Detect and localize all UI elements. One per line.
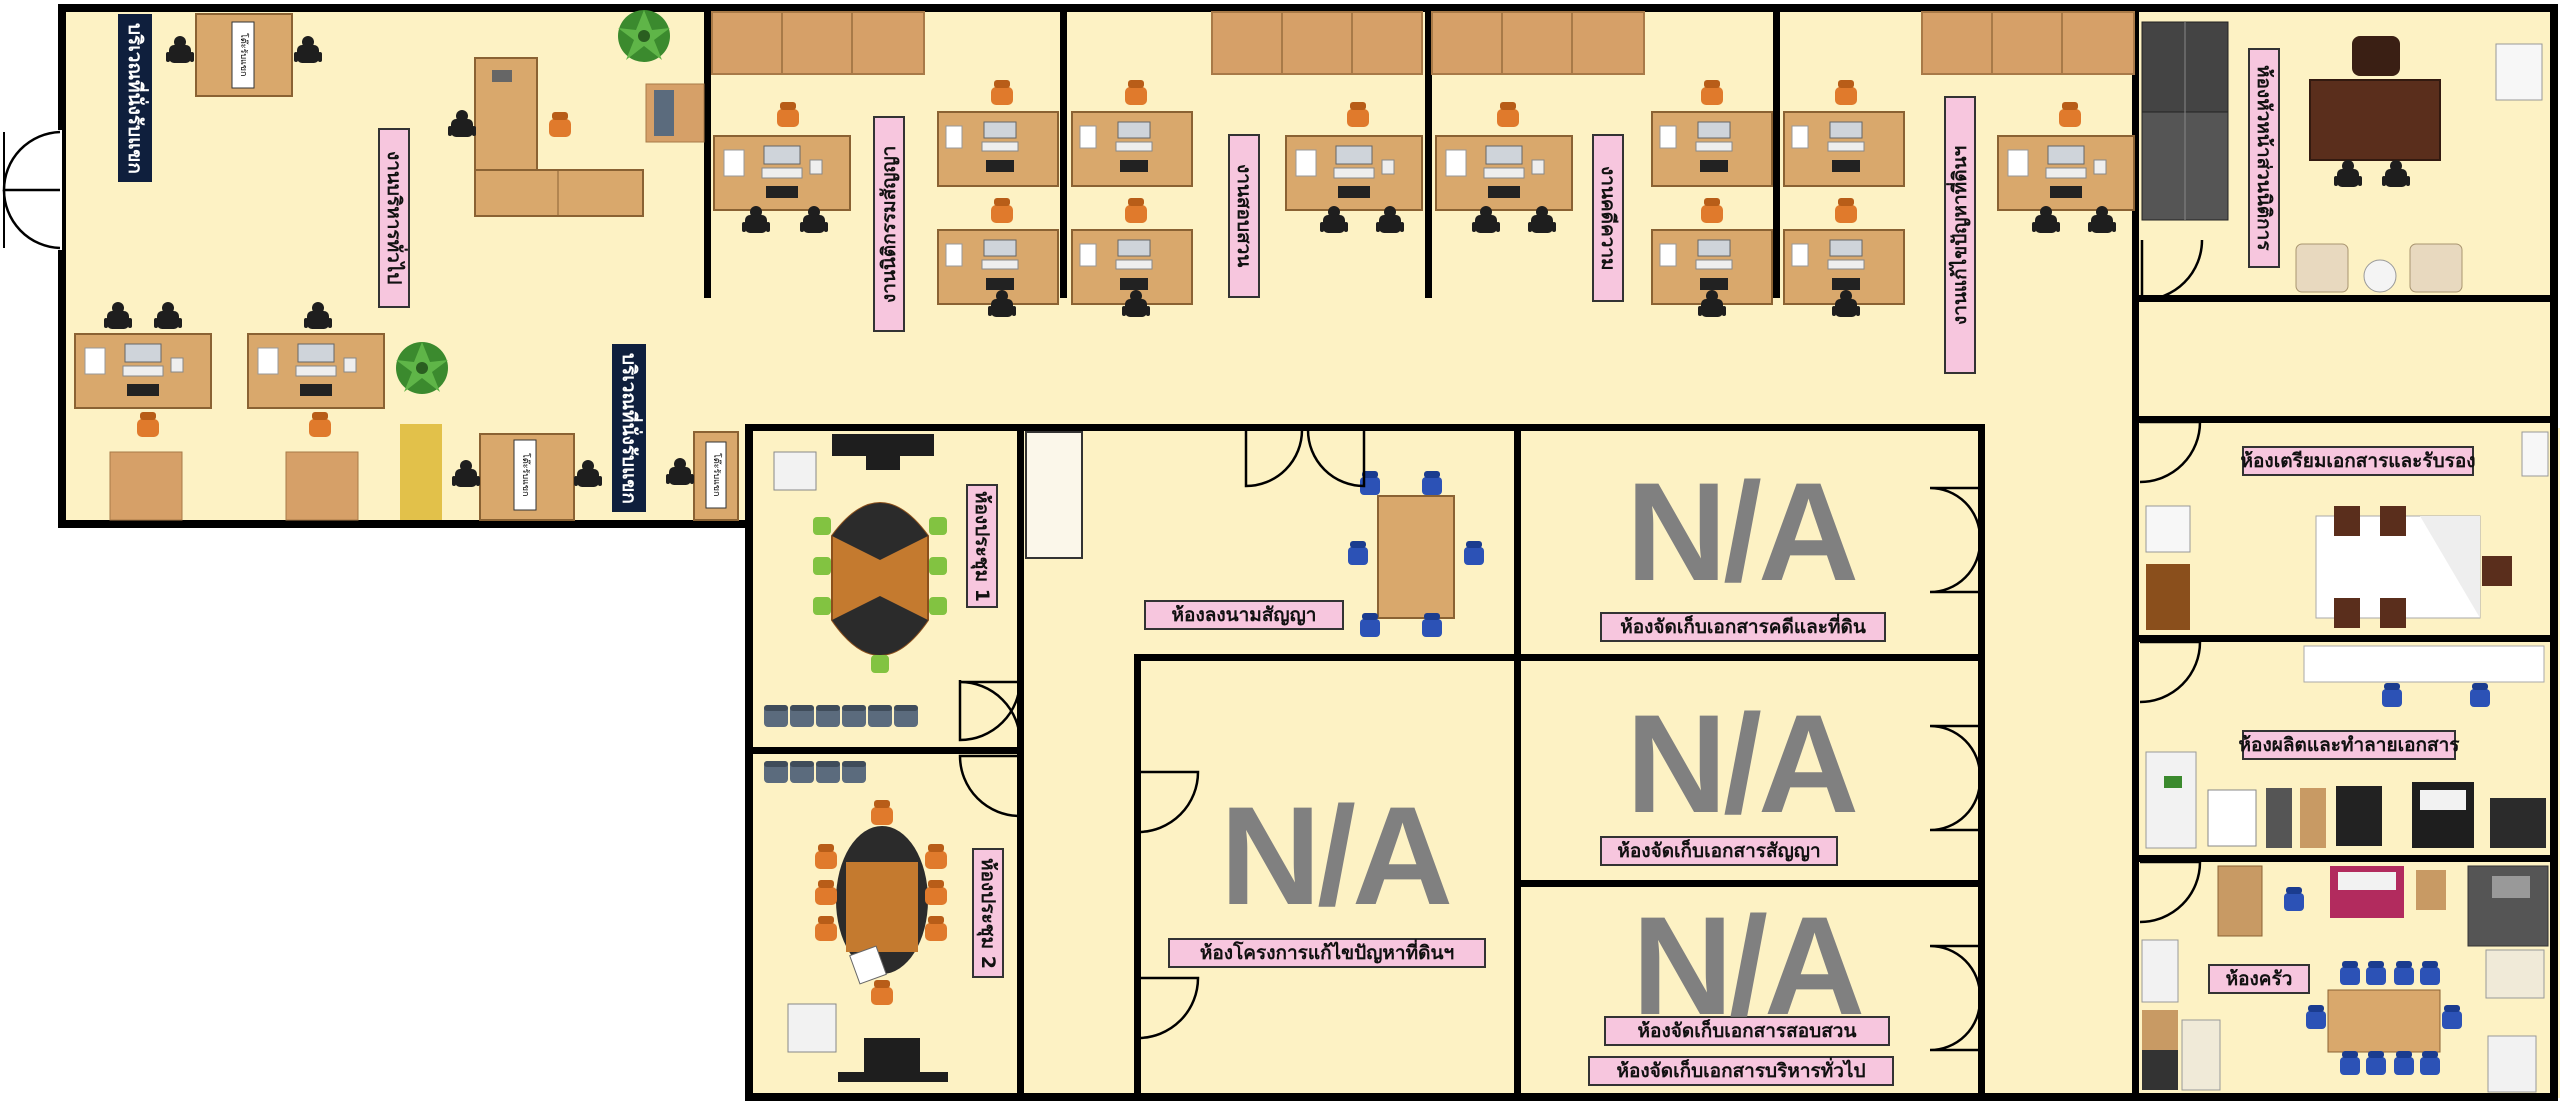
na-land-project: N/A <box>1220 777 1453 934</box>
meeting-room-1-furniture <box>764 434 1022 783</box>
print-room-furniture <box>2145 645 2546 849</box>
walls <box>58 4 2558 1101</box>
store-general-label: ห้องจัดเก็บเอกสารบริหารทั่วไป <box>1588 1056 1894 1086</box>
reception-area-label-2: บริเวณที่นั่งรับแขก <box>612 344 646 512</box>
admin-area-furniture <box>74 10 739 521</box>
doc-prep-furniture <box>2145 431 2549 630</box>
head-office-furniture <box>2140 21 2543 302</box>
general-admin-label: งานบริหารทั่วไป <box>378 128 410 308</box>
signing-room-furniture <box>1025 429 1484 637</box>
na-store-investigation: N/A <box>1632 887 1865 1044</box>
reception-plaque-2: โต๊ะรับแขก <box>520 453 530 497</box>
na-store-contract: N/A <box>1626 685 1859 842</box>
land-dispute-label: งานแก้ไขปัญหาที่ดินฯ <box>1944 96 1976 374</box>
doc-prep-room-label: ห้องเตรียมเอกสารและรับรอง <box>2240 446 2476 476</box>
store-case-land-label: ห้องจัดเก็บเอกสารคดีและที่ดิน <box>1600 612 1886 642</box>
store-investigation-label: ห้องจัดเก็บเอกสารสอบสวน <box>1604 1016 1890 1046</box>
litigation-label: งานคดีความ <box>1592 134 1624 302</box>
print-room-label: ห้องผลิตและทำลายเอกสาร <box>2239 730 2459 760</box>
na-store-case-land: N/A <box>1626 453 1859 610</box>
legal-work-label: งานนิติกรรมสัญญา <box>873 116 905 332</box>
storage-doors <box>958 420 2202 1052</box>
investigation-label: งานสอบสวน <box>1228 134 1260 298</box>
kitchen-furniture <box>2141 865 2549 1093</box>
meeting-room-2-furniture <box>787 800 948 1082</box>
reception-plaque-1: โต๊ะรับแขก <box>238 33 248 77</box>
reception-plaque-3: โต๊ะรับแขก <box>711 453 721 497</box>
head-legal-office-label: ห้องหัวหน้าส่วนนิติการ <box>2248 48 2280 268</box>
land-project-room-label: ห้องโครงการแก้ไขปัญหาที่ดินฯ <box>1168 938 1486 968</box>
signing-room-label: ห้องลงนามสัญญา <box>1144 600 1344 630</box>
entry-door[interactable] <box>0 130 62 250</box>
meeting-room-2-label: ห้องประชุม 2 <box>972 848 1004 978</box>
reception-area-label: บริเวณที่นั่งรับแขก <box>118 14 152 182</box>
kitchen-label: ห้องครัว <box>2208 964 2310 994</box>
store-contract-label: ห้องจัดเก็บเอกสารสัญญา <box>1600 836 1838 866</box>
meeting-room-1-label: ห้องประชุม 1 <box>966 484 998 608</box>
top-cabinets <box>711 11 2135 75</box>
